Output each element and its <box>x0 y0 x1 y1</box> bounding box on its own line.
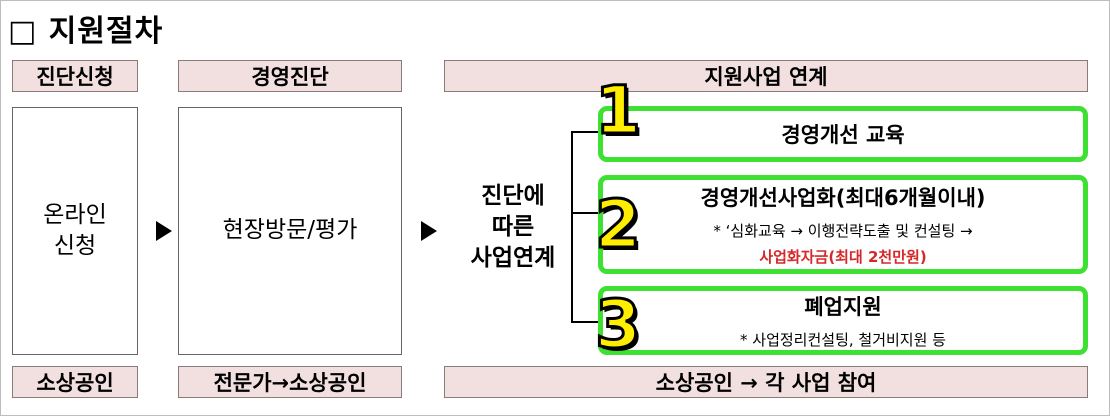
program-2-highlight: 사업화자금(최대 2천만원) <box>759 248 927 266</box>
program-3-desc: * 사업정리컨설팅, 철거비지원 등 <box>740 331 946 349</box>
connector-vertical <box>571 131 573 322</box>
link-text: 진단에 따른 사업연계 <box>458 181 568 274</box>
program-box-3: 폐업지원 * 사업정리컨설팅, 철거비지원 등 <box>598 286 1088 355</box>
program-2-title: 경영개선사업화(최대6개월이내) <box>700 186 986 210</box>
arrow-right-icon <box>421 221 437 241</box>
footer-link: 소상공인 → 각 사업 참여 <box>444 366 1088 398</box>
program-2-desc: * ‘심화교육 → 이행전략도출 및 컨설팅 → <box>713 222 973 240</box>
link-text-line3: 사업연계 <box>470 245 556 272</box>
diagnosis-box: 현장방문/평가 <box>178 107 402 355</box>
program-box-1: 경영개선 교육 <box>598 106 1088 162</box>
page-title: □ 지원절차 <box>8 14 164 49</box>
header-apply: 진단신청 <box>12 60 138 92</box>
header-link: 지원사업 연계 <box>444 60 1088 92</box>
connector-2 <box>571 212 599 214</box>
apply-box-line2: 신청 <box>53 233 97 259</box>
number-2: 2 <box>594 186 643 263</box>
apply-box: 온라인 신청 <box>12 107 138 355</box>
link-text-line1: 진단에 <box>481 183 545 209</box>
footer-diagnosis: 전문가→소상공인 <box>178 366 402 398</box>
program-3-title: 폐업지원 <box>804 295 882 319</box>
program-box-2: 경영개선사업화(최대6개월이내) * ‘심화교육 → 이행전략도출 및 컨설팅 … <box>598 175 1088 274</box>
apply-box-line1: 온라인 <box>43 201 107 228</box>
number-3: 3 <box>594 286 643 363</box>
arrow-right-icon <box>156 221 172 241</box>
header-diagnosis: 경영진단 <box>178 60 402 92</box>
program-1-title: 경영개선 교육 <box>781 123 905 147</box>
footer-apply: 소상공인 <box>12 366 138 398</box>
link-text-line2: 따른 <box>491 214 535 241</box>
connector-3 <box>571 321 599 323</box>
number-1: 1 <box>594 72 643 149</box>
connector-1 <box>571 131 599 133</box>
